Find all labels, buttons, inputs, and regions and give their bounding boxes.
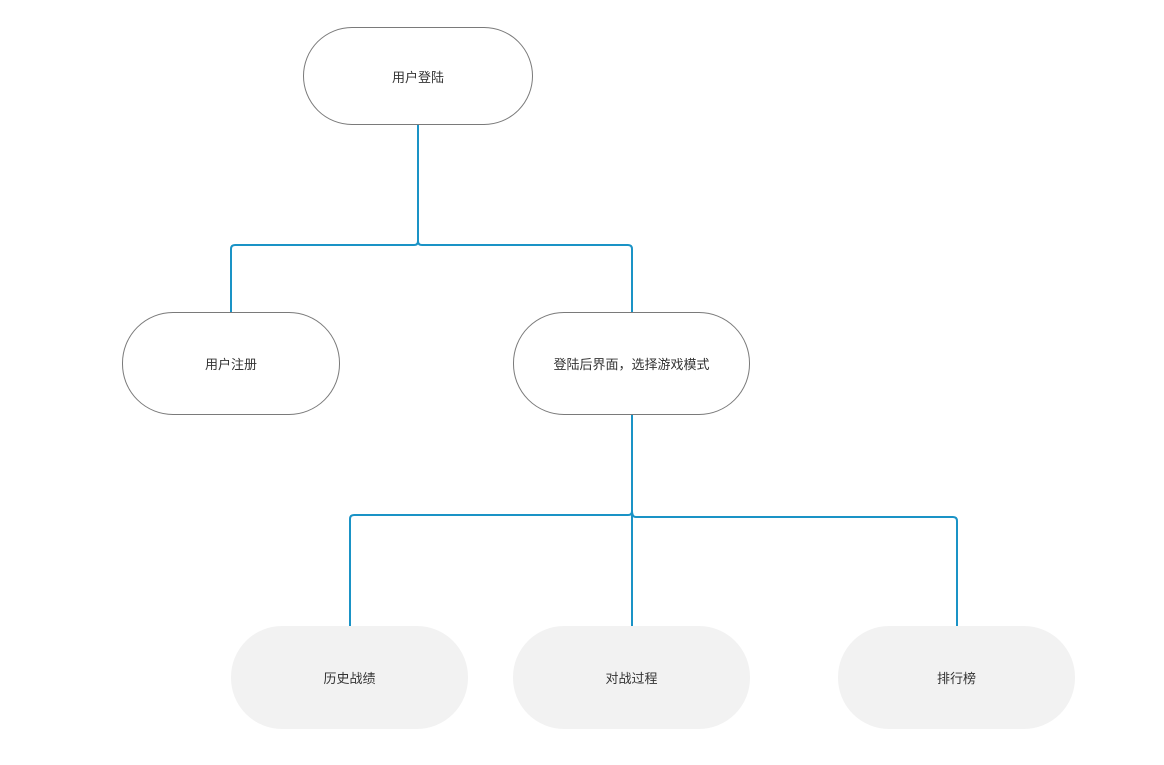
node-history-record-label: 历史战绩: [323, 672, 376, 687]
node-main-menu-label: 登陆后界面，选择游戏模式: [553, 358, 710, 373]
node-user-register-label: 用户注册: [204, 358, 257, 373]
edge-main-rank: [631, 510, 958, 627]
node-user-login-label: 用户登陆: [391, 70, 444, 86]
node-main-menu: 登陆后界面，选择游戏模式: [513, 312, 750, 415]
node-user-register: 用户注册: [122, 312, 340, 415]
node-battle-process: 对战过程: [513, 626, 750, 729]
edge-main-history: [349, 414, 633, 627]
edge-login-main: [417, 240, 633, 313]
node-leaderboard-label: 排行榜: [936, 672, 976, 687]
edge-login-register: [230, 124, 419, 313]
node-leaderboard: 排行榜: [838, 626, 1075, 729]
node-history-record: 历史战绩: [231, 626, 468, 729]
node-user-login: 用户登陆: [303, 27, 533, 125]
node-battle-process-label: 对战过程: [605, 672, 658, 687]
